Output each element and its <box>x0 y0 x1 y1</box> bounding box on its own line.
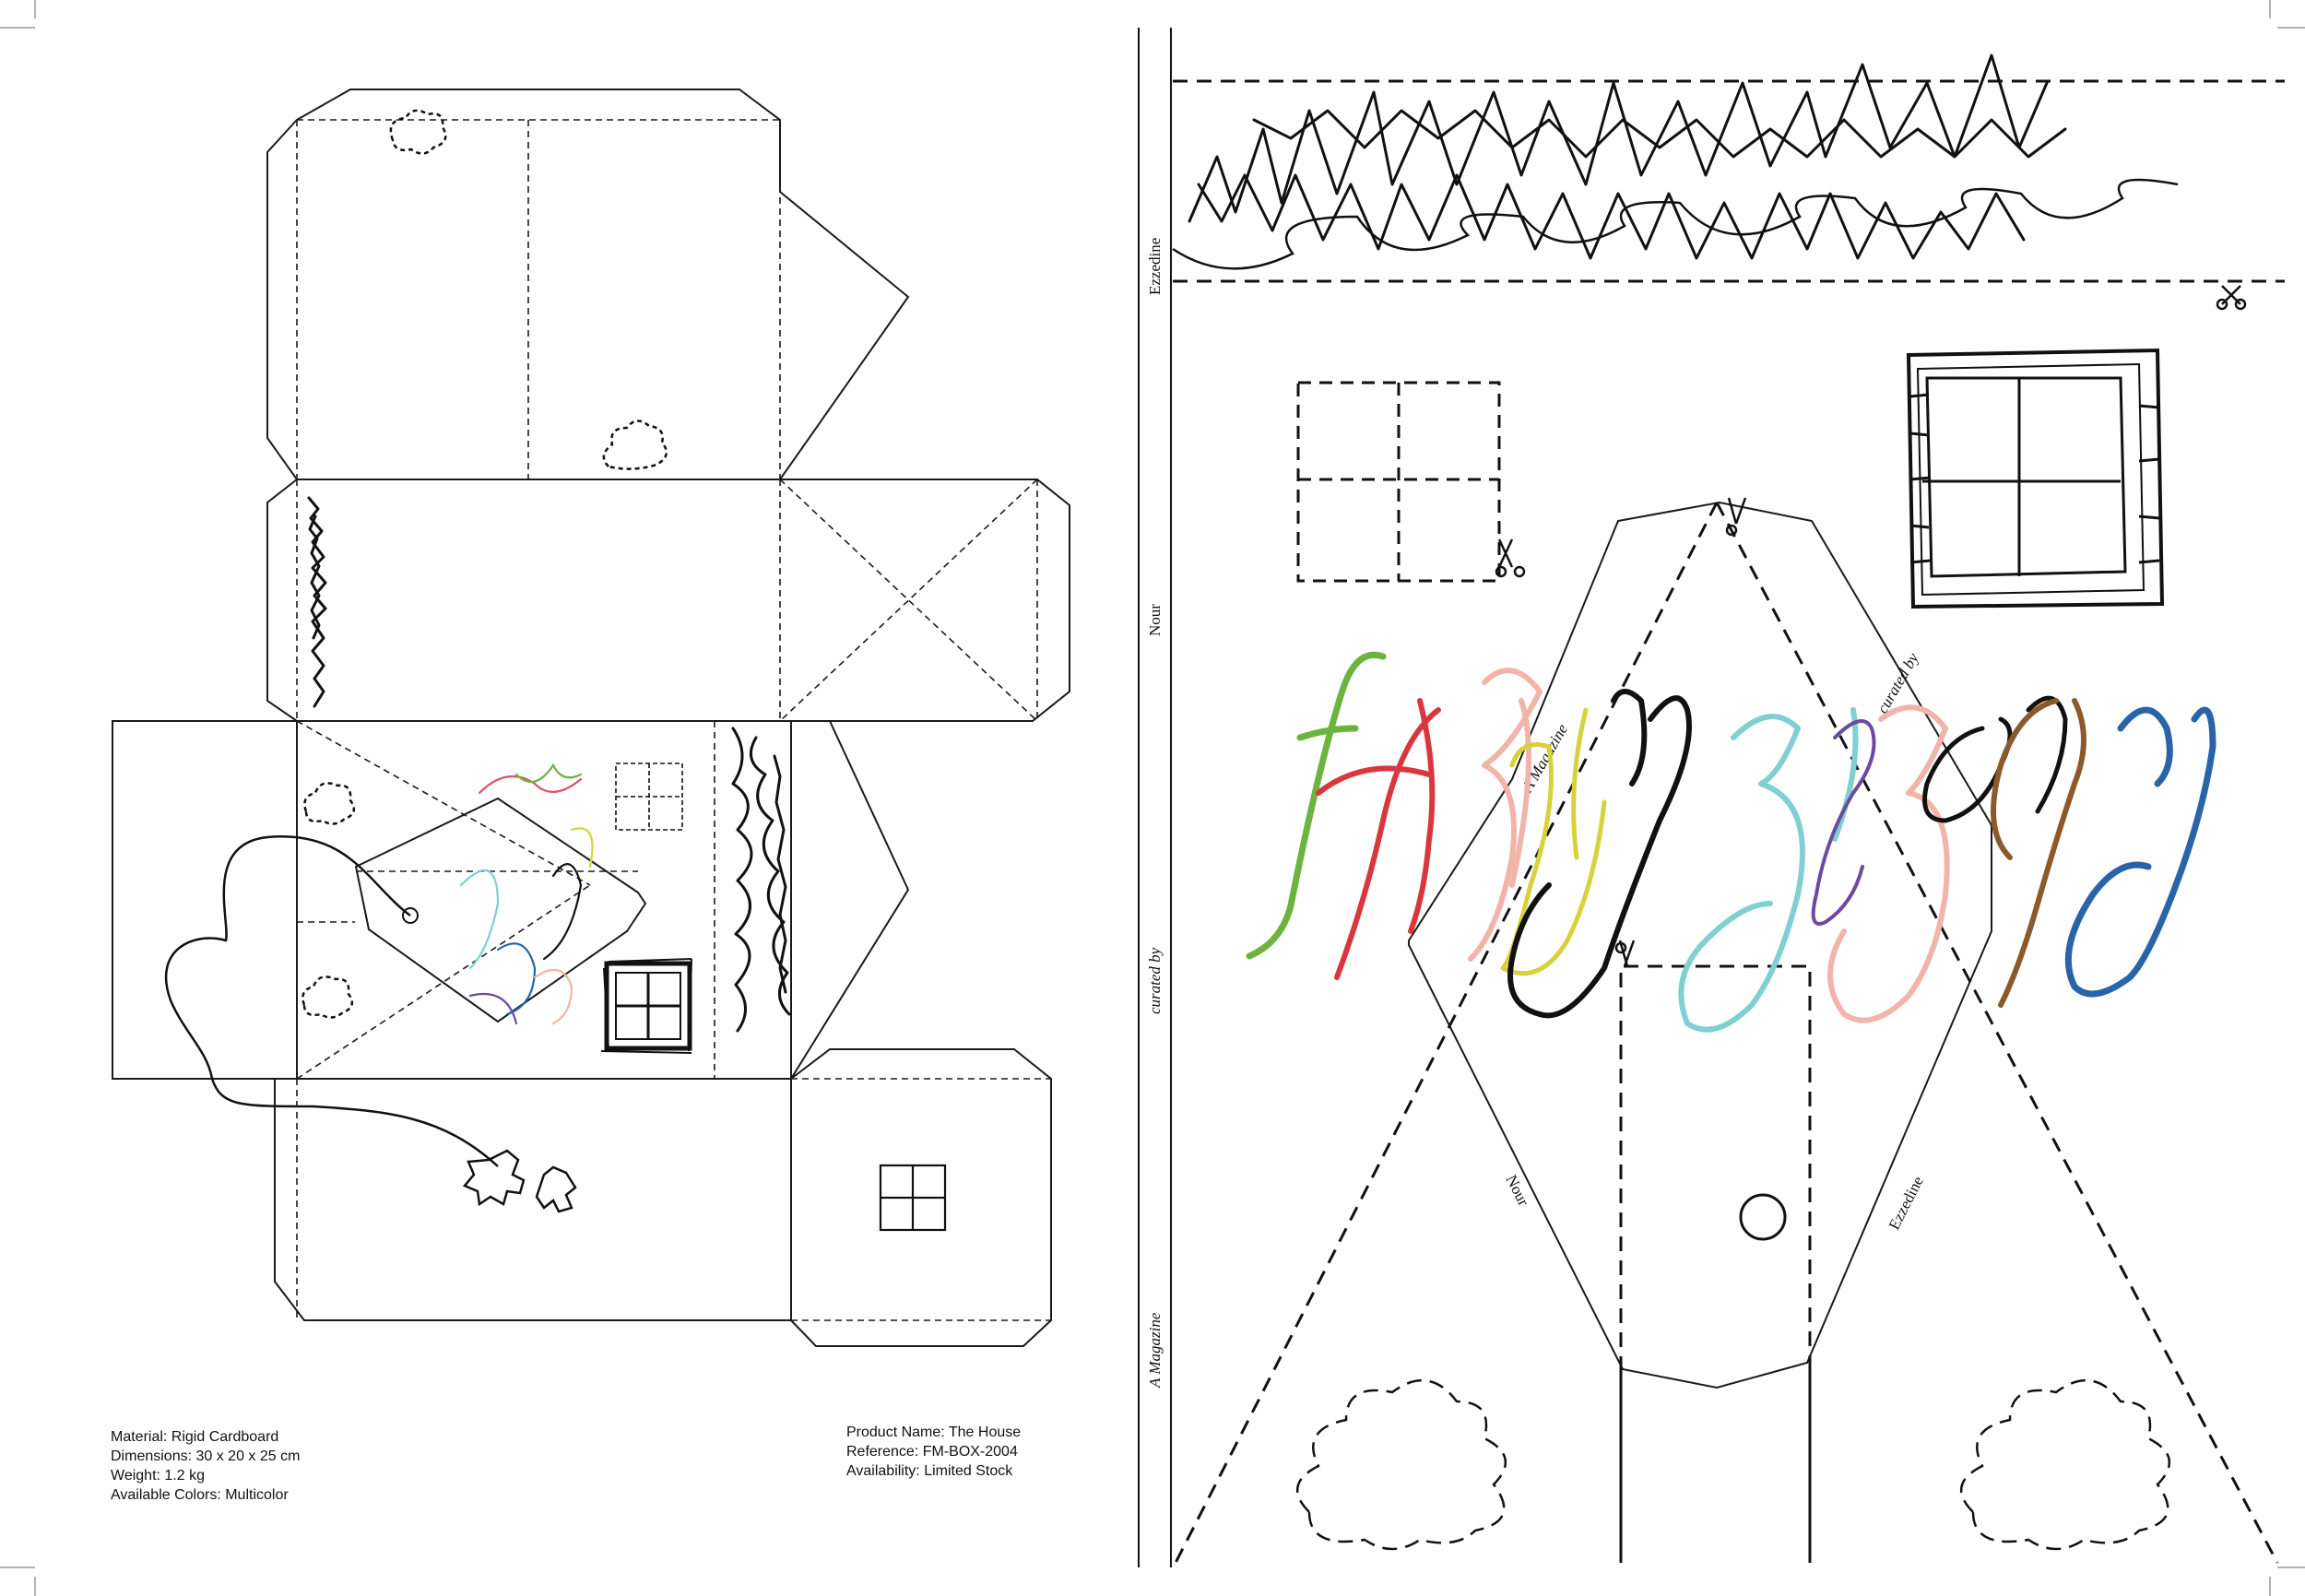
product-specs-block: Material: Rigid Cardboard Dimensions: 30… <box>111 1427 300 1505</box>
title-stroke-pink <box>1468 668 1543 962</box>
mini-gable-outline <box>354 797 647 1023</box>
product-name: Product Name: The House <box>846 1425 1022 1440</box>
end-flap-outline <box>790 1048 1052 1347</box>
house-box-net <box>112 89 1070 1347</box>
scissors-icon <box>2216 285 2247 311</box>
spine-author-first: Nour <box>1146 604 1164 636</box>
hedge-foliage-scribble <box>1188 53 2049 223</box>
hedge-scallops <box>1172 178 2179 270</box>
product-reference: Reference: FM-BOX-2004 <box>846 1444 1018 1460</box>
spec-dimensions: Dimensions: 30 x 20 x 25 cm <box>111 1448 301 1464</box>
spine-author-last: Ezzedine <box>1146 238 1164 295</box>
front-facade-outline <box>112 720 298 1080</box>
scissors-icon <box>1614 940 1636 967</box>
roof-ridge-dash <box>1174 502 1719 1564</box>
spec-weight: Weight: 1.2 kg <box>111 1468 205 1484</box>
facade-fold-line <box>296 884 591 1080</box>
product-info-block: Product Name: The House Reference: FM-BO… <box>846 1423 1021 1481</box>
hedge-scribble <box>308 514 321 640</box>
front-facade-outline <box>297 721 792 1080</box>
handwritten-title-scribble <box>1246 652 2216 1033</box>
side-panel-outline <box>266 479 1070 722</box>
cloud-drawing <box>602 420 668 470</box>
title-stroke-green <box>1246 652 1387 960</box>
large-gable-outline <box>1408 501 1992 1389</box>
title-stroke-brown <box>1991 698 2086 1008</box>
spec-colors: Available Colors: Multicolor <box>111 1487 289 1503</box>
spec-material: Material: Rigid Cardboard <box>111 1429 279 1445</box>
hedge-foliage-scribble <box>1197 173 2026 260</box>
gable-label-left-edge: Nour <box>1502 1172 1532 1209</box>
bush-drawing <box>1959 1378 2171 1551</box>
roof-ridge-dash <box>1715 502 2279 1564</box>
title-stroke-blue <box>2064 706 2216 998</box>
door-knob-icon <box>1739 1193 1787 1241</box>
scribbled-window-drawing <box>600 958 692 1054</box>
gable-label-right-edge: Ezzedine <box>1885 1174 1927 1233</box>
scribbled-window-large <box>1906 348 2165 609</box>
hedge-strip <box>1172 53 2285 311</box>
spine-magazine: A Magazine <box>1146 1312 1164 1389</box>
mini-title-scribble <box>459 763 594 1025</box>
facade-window-icon <box>615 763 683 831</box>
scissors-icon <box>1495 538 1526 578</box>
title-stroke-red <box>1316 698 1441 980</box>
spine-rules <box>1138 28 1172 1567</box>
large-gable-house <box>1174 497 2279 1564</box>
tree-hedge-scribble <box>731 727 791 1033</box>
cloud-drawing <box>303 782 356 825</box>
front-gable-outline <box>790 720 910 1080</box>
cloud-drawing <box>389 109 447 155</box>
title-stroke-salmon <box>1827 704 1950 1023</box>
end-window-icon <box>879 1164 947 1232</box>
product-availability: Availability: Limited Stock <box>846 1463 1013 1479</box>
title-stroke-black <box>1507 689 1692 1019</box>
hedge-foliage-scribble <box>1252 109 2067 159</box>
child-figure-drawing <box>462 1149 577 1213</box>
spine-curated-by: curated by <box>1146 947 1164 1014</box>
facade-fold-line <box>296 720 591 886</box>
floor-panel-outline <box>274 1079 792 1321</box>
cutout-window-template <box>1296 381 1501 583</box>
door-knob-icon <box>402 907 419 924</box>
side-fold-line <box>779 479 1038 722</box>
hedge-scribble <box>307 496 327 708</box>
roof-panel-top-outline <box>266 89 910 480</box>
cloud-drawing <box>301 975 354 1019</box>
door-outline-dash <box>1619 964 1812 1563</box>
bush-drawing <box>1295 1378 1507 1551</box>
scissors-icon <box>1725 497 1747 537</box>
title-stroke-purple <box>1811 719 1876 926</box>
kite-string-drawing <box>164 835 499 1167</box>
side-fold-line <box>779 479 1038 722</box>
